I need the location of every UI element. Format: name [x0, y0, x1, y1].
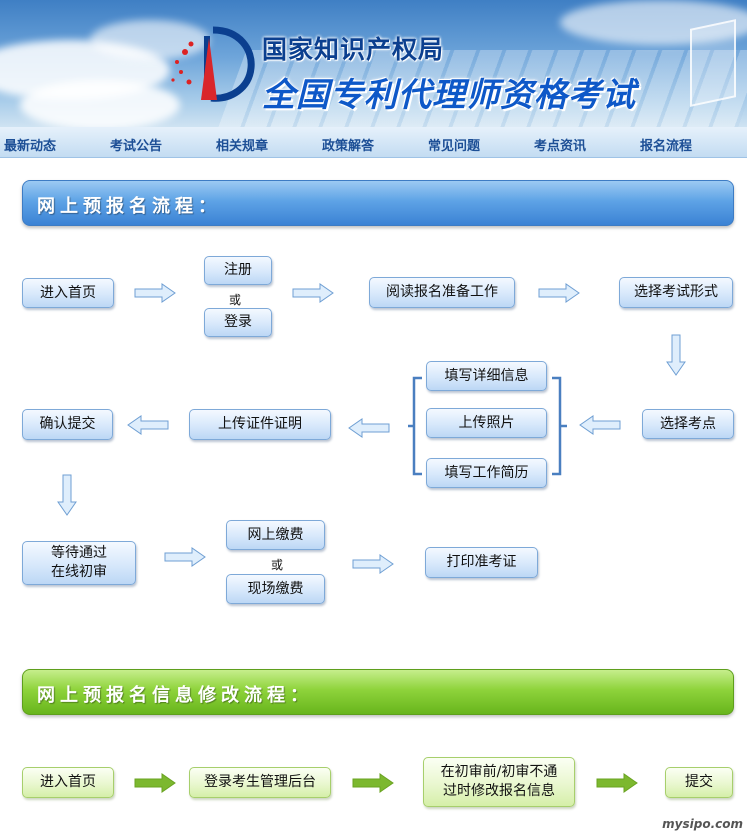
- step-modify-registration-info: 在初审前/初审不通 过时修改报名信息: [423, 757, 575, 807]
- nav-item-exam-site-info[interactable]: 考点资讯: [534, 139, 587, 154]
- step-enter-home: 进入首页: [22, 767, 114, 798]
- arrow-down-icon: [666, 334, 686, 376]
- modify-line2: 过时修改报名信息: [443, 783, 555, 799]
- section-title-registration-process: 网上预报名流程：: [22, 180, 734, 226]
- nav-item-regulations[interactable]: 相关规章: [216, 139, 269, 154]
- arrow-right-icon: [352, 773, 394, 793]
- wait-review-line2: 在线初审: [51, 564, 107, 580]
- step-pay-online: 网上缴费: [226, 520, 325, 550]
- wait-review-line1: 等待通过: [51, 545, 107, 561]
- step-choose-exam-site: 选择考点: [642, 409, 734, 439]
- cloud-decoration: [560, 0, 747, 45]
- step-choose-exam-form: 选择考试形式: [619, 277, 733, 308]
- modify-line1: 在初审前/初审不通: [440, 764, 558, 780]
- step-submit: 提交: [665, 767, 733, 798]
- step-login-candidate-backend: 登录考生管理后台: [189, 767, 331, 798]
- watermark: mysipo.com: [662, 817, 743, 831]
- arrow-right-icon: [538, 283, 580, 303]
- section-title-modification-process: 网上预报名信息修改流程：: [22, 669, 734, 715]
- nav-item-policy-answers[interactable]: 政策解答: [322, 139, 375, 154]
- or-label: 或: [229, 293, 242, 307]
- step-fill-details: 填写详细信息: [426, 361, 547, 391]
- nav-item-exam-notices[interactable]: 考试公告: [110, 139, 163, 154]
- exam-title: 全国专利代理师资格考试: [262, 75, 636, 114]
- cnipa-logo-icon: [171, 26, 255, 102]
- arrow-right-icon: [352, 554, 394, 574]
- arrow-left-icon: [348, 418, 390, 438]
- arrow-right-icon: [134, 773, 176, 793]
- step-print-admission-ticket: 打印准考证: [425, 547, 538, 578]
- step-confirm-submit: 确认提交: [22, 409, 113, 440]
- arrow-right-icon: [596, 773, 638, 793]
- step-upload-photo: 上传照片: [426, 408, 547, 438]
- cloud-decoration: [90, 20, 210, 60]
- nav-item-registration-process[interactable]: 报名流程: [640, 139, 693, 154]
- arrow-down-icon: [57, 474, 77, 516]
- step-upload-certificates: 上传证件证明: [189, 409, 331, 440]
- org-name: 国家知识产权局: [262, 35, 445, 64]
- main-nav: 最新动态 考试公告 相关规章 政策解答 常见问题 考点资讯 报名流程: [0, 127, 747, 158]
- emblem-icon: [690, 19, 736, 107]
- arrow-right-icon: [164, 547, 206, 567]
- step-wait-initial-review: 等待通过 在线初审: [22, 541, 136, 585]
- arrow-left-icon: [579, 415, 621, 435]
- step-login: 登录: [204, 308, 272, 337]
- nav-item-latest-news[interactable]: 最新动态: [4, 139, 57, 154]
- cloud-decoration: [20, 80, 180, 127]
- step-enter-home: 进入首页: [22, 278, 114, 308]
- arrow-left-icon: [127, 415, 169, 435]
- nav-item-faq[interactable]: 常见问题: [428, 139, 481, 154]
- grouping-brace: [408, 376, 567, 476]
- arrow-right-icon: [292, 283, 334, 303]
- step-pay-onsite: 现场缴费: [226, 574, 325, 604]
- step-register: 注册: [204, 256, 272, 285]
- step-read-preparation: 阅读报名准备工作: [369, 277, 515, 308]
- step-fill-work-resume: 填写工作简历: [426, 458, 547, 488]
- or-label: 或: [271, 558, 284, 572]
- header-banner: 国家知识产权局 全国专利代理师资格考试: [0, 0, 747, 127]
- arrow-right-icon: [134, 283, 176, 303]
